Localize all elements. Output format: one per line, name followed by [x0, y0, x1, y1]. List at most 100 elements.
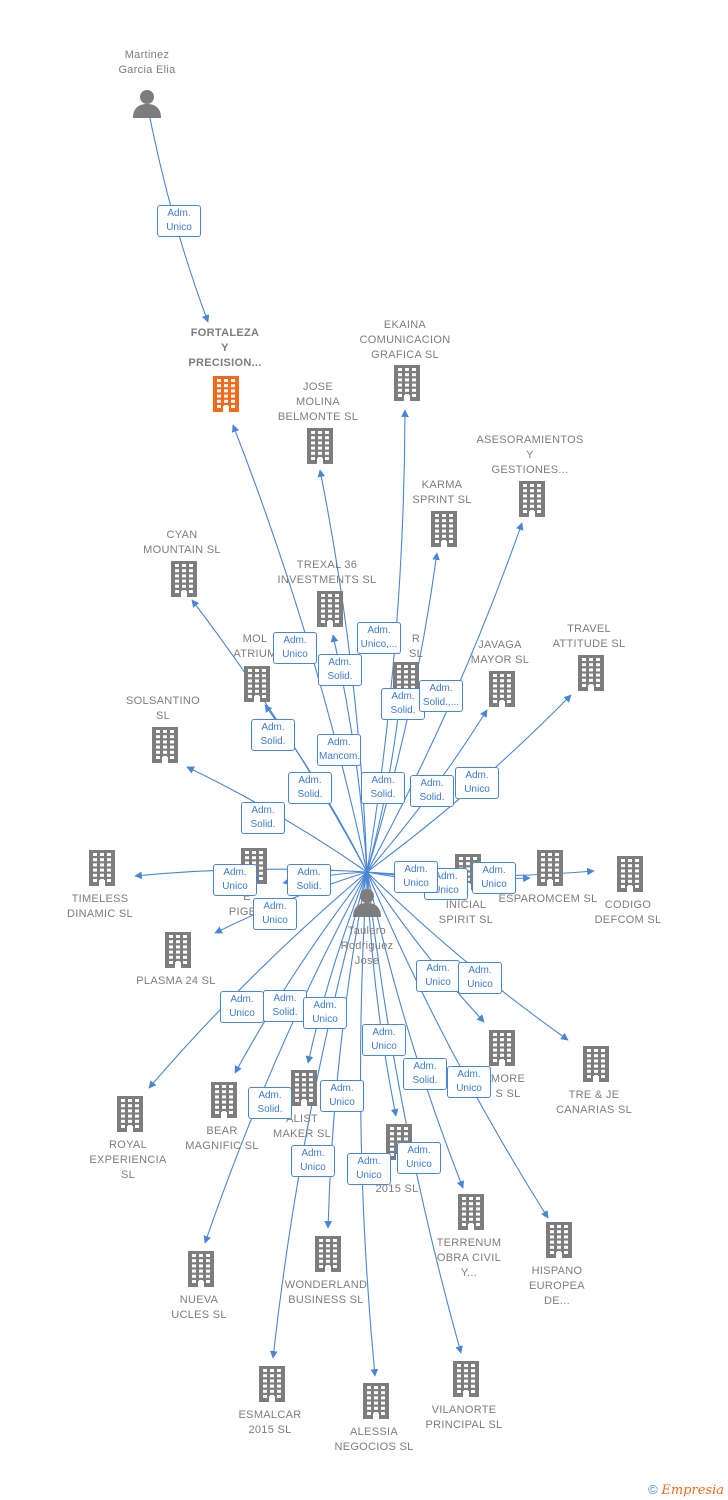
edge-label-more[interactable]: Adm. Unico [416, 960, 460, 992]
building-icon-terrenum[interactable] [454, 1194, 488, 1230]
node-label-esparomcem[interactable]: ESPAROMCEM SL [498, 892, 597, 907]
building-icon-karma[interactable] [427, 511, 461, 547]
node-label-asesoramientos[interactable]: ASESORAMIENTOS Y GESTIONES... [476, 433, 583, 478]
edge-label-trexal[interactable]: Adm. Mancom. [317, 734, 361, 766]
node-label-jose_molina[interactable]: JOSE MOLINA BELMONTE SL [278, 380, 358, 425]
node-label-wonderland[interactable]: WONDERLAND BUSINESS SL [285, 1278, 367, 1308]
building-icon-more[interactable] [485, 1030, 519, 1066]
node-label-alist[interactable]: ALIST MAKER SL [273, 1112, 331, 1142]
edge-label-tre_je[interactable]: Adm. Unico [458, 962, 502, 994]
edge-label-asesoramientos[interactable]: Adm. Solid.,... [419, 680, 463, 712]
node-label-timeless[interactable]: TIMELESS DINAMIC SL [67, 892, 133, 922]
building-icon-travel[interactable] [574, 655, 608, 691]
edge-label-esparomcem[interactable]: Adm. Unico [394, 861, 438, 893]
building-icon [578, 655, 604, 691]
building-icon-tre_je[interactable] [579, 1046, 613, 1082]
building-icon-mol_atrium[interactable] [240, 666, 274, 702]
edge-label-vilanorte[interactable]: Adm. Unico [397, 1142, 441, 1174]
edge-label-fortaleza[interactable]: Adm. Unico [273, 632, 317, 664]
node-label-fortaleza[interactable]: FORTALEZA Y PRECISION... [188, 326, 261, 371]
node-label-esmalcar[interactable]: ESMALCAR 2015 SL [239, 1408, 302, 1438]
building-icon-jose_molina[interactable] [303, 428, 337, 464]
edge-label-timeless[interactable]: Adm. Unico [213, 864, 257, 896]
node-label-r_sl[interactable]: R SL [409, 632, 423, 662]
node-label-c2015[interactable]: 2015 SL [375, 1182, 418, 1197]
edge-label-hispano[interactable]: Adm. Unico [447, 1066, 491, 1098]
node-label-more[interactable]: MORE S SL [491, 1072, 525, 1102]
node-label-plasma[interactable]: PLASMA 24 SL [136, 974, 215, 989]
edge-label-bear[interactable]: Adm. Solid. [263, 990, 307, 1022]
node-label-bear[interactable]: BEAR MAGNIFIC SL [185, 1124, 259, 1154]
node-label-hispano[interactable]: HISPANO EUROPEA DE... [529, 1264, 585, 1309]
node-label-javaga[interactable]: JAVAGA MAYOR SL [471, 638, 529, 668]
edge-label-nueva[interactable]: Adm. Solid. [248, 1087, 292, 1119]
building-icon-fortaleza[interactable] [209, 376, 243, 412]
building-icon-asesoramientos[interactable] [515, 481, 549, 517]
edge-label-r_sl[interactable]: Adm. Unico,... [357, 622, 401, 654]
node-label-text: MORE S SL [490, 1073, 526, 1100]
building-icon-esmalcar[interactable] [255, 1366, 289, 1402]
edge-label-esmalcar[interactable]: Adm. Unico [291, 1145, 335, 1177]
building-icon-cyan[interactable] [167, 561, 201, 597]
building-icon-codigo[interactable] [613, 856, 647, 892]
node-label-tre_je[interactable]: TRE & JE CANARIAS SL [556, 1088, 632, 1118]
building-icon-wonderland[interactable] [311, 1236, 345, 1272]
building-icon-trexal[interactable] [313, 591, 347, 627]
edge-label-alist[interactable]: Adm. Unico [303, 997, 347, 1029]
edge-label-alessia[interactable]: Adm. Unico [347, 1153, 391, 1185]
edge-label-royal[interactable]: Adm. Unico [220, 991, 264, 1023]
building-icon-ekaina[interactable] [390, 365, 424, 401]
brand-name[interactable]: Empresia [661, 1483, 724, 1498]
building-icon-hispano[interactable] [542, 1222, 576, 1258]
node-label-mol_atrium[interactable]: MOL ATRIUM [233, 632, 276, 662]
building-icon-timeless[interactable] [85, 850, 119, 886]
building-icon [458, 1194, 484, 1230]
node-label-vilanorte[interactable]: VILANORTE PRINCIPAL SL [426, 1403, 503, 1433]
building-icon-vilanorte[interactable] [449, 1361, 483, 1397]
node-label-karma[interactable]: KARMA SPRINT SL [412, 478, 471, 508]
node-label-martinez[interactable]: Martinez Garcia Elia [118, 48, 175, 78]
edge-label-c2015[interactable]: Adm. Unico [362, 1024, 406, 1056]
edge-taulero-hispano [366, 871, 549, 1219]
node-label-cyan[interactable]: CYAN MOUNTAIN SL [143, 528, 221, 558]
node-label-taulero[interactable]: Taulero Rodriguez Jose [341, 924, 394, 969]
node-label-alessia[interactable]: ALESSIA NEGOCIOS SL [334, 1425, 413, 1455]
edge-label-karma[interactable]: Adm. Solid. [361, 772, 405, 804]
node-label-travel[interactable]: TRAVEL ATTITUDE SL [553, 622, 626, 652]
node-label-terrenum[interactable]: TERRENUM OBRA CIVIL Y... [437, 1236, 502, 1281]
node-label-solsantino[interactable]: SOLSANTINO SL [126, 694, 200, 724]
edge-label-fortaleza[interactable]: Adm. Unico [157, 205, 201, 237]
building-icon-javaga[interactable] [485, 671, 519, 707]
edge-label-javaga[interactable]: Adm. Solid. [410, 775, 454, 807]
building-icon-alessia[interactable] [359, 1383, 393, 1419]
building-icon-alist[interactable] [287, 1070, 321, 1106]
edge-label-pigeo[interactable]: Adm. Solid. [287, 864, 331, 896]
node-label-text: INICIAL SPIRIT SL [438, 899, 494, 926]
edge-label-plasma[interactable]: Adm. Unico [253, 898, 297, 930]
building-icon-esparomcem[interactable] [533, 850, 567, 886]
building-icon-bear[interactable] [207, 1082, 241, 1118]
edge-label-solsantino[interactable]: Adm. Solid. [241, 802, 285, 834]
person-icon-martinez[interactable] [132, 88, 162, 118]
node-label-royal[interactable]: ROYAL EXPERIENCIA SL [89, 1138, 166, 1183]
edge-label-mol_atrium[interactable]: Adm. Solid. [288, 772, 332, 804]
person-icon-taulero[interactable] [352, 887, 382, 917]
edge-label-travel[interactable]: Adm. Unico [455, 767, 499, 799]
building-icon [188, 1251, 214, 1287]
node-label-trexal[interactable]: TREXAL 36 INVESTMENTS SL [278, 558, 377, 588]
building-icon-nueva[interactable] [184, 1251, 218, 1287]
building-icon-solsantino[interactable] [148, 727, 182, 763]
building-icon-royal[interactable] [113, 1096, 147, 1132]
building-icon-plasma[interactable] [161, 932, 195, 968]
node-label-inicial[interactable]: INICIAL SPIRIT SL [439, 898, 493, 928]
edge-label-ekaina[interactable]: Adm. Solid. [381, 688, 425, 720]
edge-label-terrenum[interactable]: Adm. Solid. [403, 1058, 447, 1090]
edge-label-jose_molina[interactable]: Adm. Solid. [318, 654, 362, 686]
edge-label-wonderland[interactable]: Adm. Unico [320, 1080, 364, 1112]
copyright-footer: © Empresia [648, 1482, 724, 1498]
node-label-codigo[interactable]: CODIGO DEFCOM SL [595, 898, 662, 928]
node-label-ekaina[interactable]: EKAINA COMUNICACION GRAFICA SL [360, 318, 451, 363]
edge-label-codigo[interactable]: Adm. Unico [472, 862, 516, 894]
edge-label-cyan[interactable]: Adm. Solid. [251, 719, 295, 751]
node-label-nueva[interactable]: NUEVA UCLES SL [171, 1293, 227, 1323]
